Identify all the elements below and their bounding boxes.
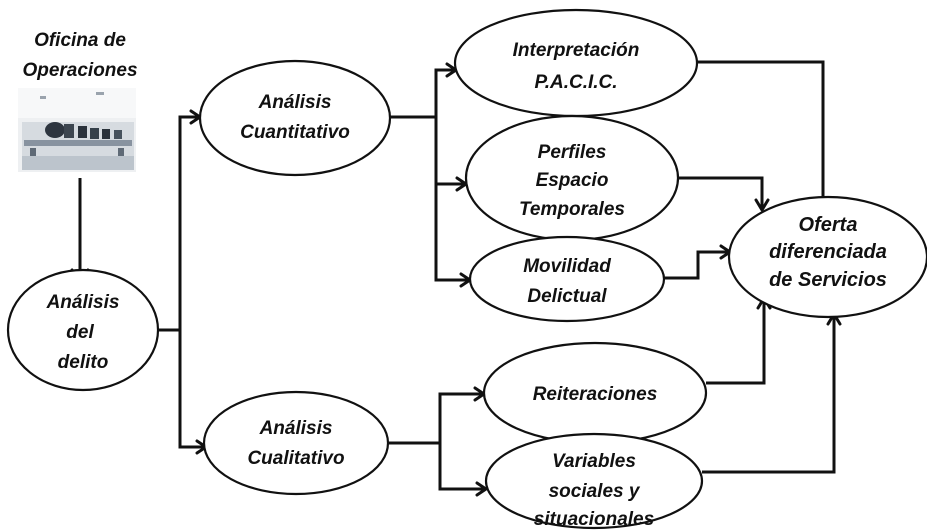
reiteraciones-line1: Reiteraciones: [533, 384, 658, 405]
perfiles-line2: Espacio: [536, 170, 609, 191]
analisis-delito-line2: del: [66, 322, 94, 343]
node-reiteraciones: Reiteraciones: [482, 341, 708, 445]
office-title-line2: Operaciones: [22, 60, 137, 81]
node-analisis-delito: Análisis del delito: [6, 268, 160, 392]
node-variables: Variables sociales y situacionales: [484, 432, 704, 530]
analisis-cualitativo-line2: Cualitativo: [247, 448, 344, 469]
node-analisis-cualitativo: Análisis Cualitativo: [202, 390, 390, 496]
variables-line2: sociales y: [549, 481, 641, 502]
oferta-line1: Oferta: [799, 214, 858, 236]
connectors: [70, 60, 842, 497]
node-interpretacion: Interpretación P.A.C.I.C.: [453, 8, 699, 118]
analisis-cuantitativo-line1: Análisis: [258, 92, 332, 113]
analisis-cualitativo-line1: Análisis: [259, 418, 333, 439]
analisis-cuantitativo-line2: Cuantitativo: [240, 122, 350, 143]
oferta-line2: diferenciada: [769, 241, 887, 263]
oferta-line3: de Servicios: [769, 269, 887, 291]
node-perfiles: Perfiles Espacio Temporales: [464, 114, 680, 242]
movilidad-line2: Delictual: [527, 286, 607, 307]
office-photo: [18, 88, 136, 172]
variables-line1: Variables: [552, 451, 636, 472]
node-analisis-cuantitativo: Análisis Cuantitativo: [198, 59, 392, 177]
office-title-line1: Oficina de: [34, 30, 126, 51]
interpretacion-line1: Interpretación: [513, 40, 640, 61]
perfiles-line1: Perfiles: [538, 142, 607, 163]
analisis-delito-line3: delito: [58, 352, 109, 373]
node-movilidad: Movilidad Delictual: [468, 235, 666, 323]
movilidad-line1: Movilidad: [523, 256, 611, 277]
interpretacion-line2: P.A.C.I.C.: [534, 72, 617, 93]
analisis-delito-line1: Análisis: [46, 292, 120, 313]
node-oferta: Oferta diferenciada de Servicios: [727, 195, 927, 319]
perfiles-line3: Temporales: [519, 199, 625, 220]
variables-line3: situacionales: [534, 509, 654, 530]
